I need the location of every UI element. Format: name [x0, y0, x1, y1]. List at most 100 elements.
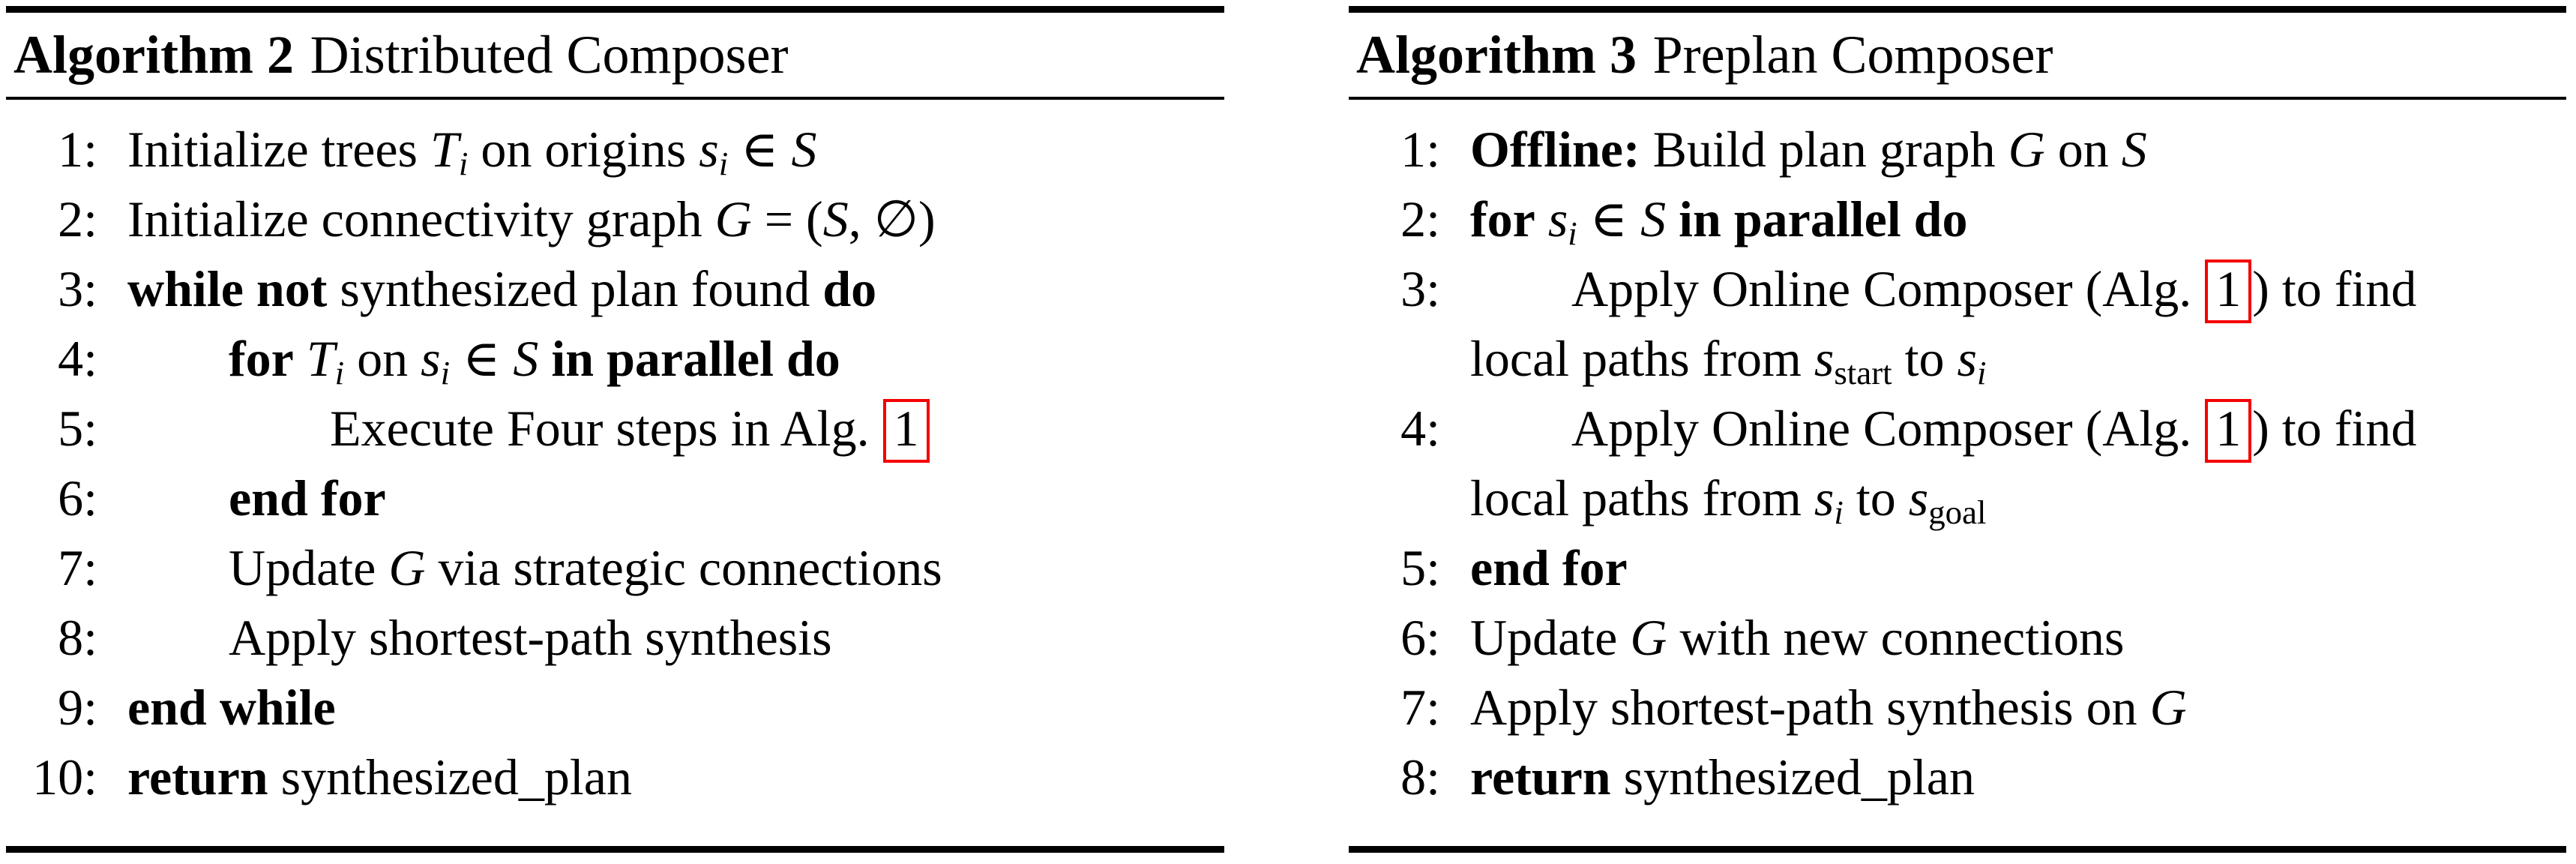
- line-number: 4:: [58, 330, 97, 387]
- algorithm-line: 6: end for: [6, 464, 1224, 533]
- text: Initialize trees: [127, 121, 431, 178]
- text: ∈: [728, 121, 792, 178]
- keyword: while not: [127, 260, 328, 317]
- algorithm-line: 3: while not synthesized plan found do: [6, 254, 1224, 324]
- keyword: Offline: [1470, 121, 1623, 178]
- math-var: G: [2008, 121, 2045, 178]
- line-number: 2:: [58, 190, 97, 248]
- text: with new connections: [1667, 609, 2125, 666]
- text: ∈: [450, 330, 514, 387]
- line-number: 1:: [1400, 121, 1440, 178]
- algorithm-line: 5:end for: [1349, 533, 2566, 603]
- line-number: 3:: [1400, 260, 1440, 317]
- text: synthesized plan found: [327, 260, 823, 317]
- line-number: 9:: [58, 679, 97, 736]
- alg-ref-link[interactable]: 1: [2205, 399, 2252, 463]
- text: to: [1892, 330, 1957, 387]
- keyword: end for: [229, 470, 386, 526]
- title-rule: [6, 97, 1224, 100]
- text: [1666, 190, 1679, 248]
- line-number: 4:: [1400, 400, 1440, 457]
- math-subscript: i: [334, 353, 345, 392]
- algorithm-line: 7:Update G via strategic connections: [6, 533, 1224, 603]
- math-var: s: [1814, 470, 1835, 526]
- bottom-rule: [6, 846, 1224, 853]
- algorithm-line: 5:Execute Four steps in Alg. 1: [6, 394, 1224, 464]
- line-number: 5:: [1400, 539, 1440, 596]
- text: synthesized_plan: [268, 748, 632, 806]
- indent-spacer: [97, 654, 229, 655]
- math-subscript: goal: [1928, 493, 1987, 531]
- line-number: 1:: [58, 121, 97, 178]
- algorithm-2-panel: Algorithm 2 Distributed Composer 1: Initia…: [6, 6, 1224, 864]
- keyword: return: [127, 748, 268, 806]
- math-var: s: [421, 330, 441, 387]
- alg-ref-link[interactable]: 1: [2205, 260, 2252, 323]
- math-var: s: [699, 121, 719, 178]
- keyword: for: [229, 330, 294, 387]
- indent-spacer: [1440, 445, 1571, 446]
- algorithm-line: 7:Apply shortest-path synthesis on G: [1349, 673, 2566, 742]
- algorithm-line: local paths from si to sgoal: [1349, 464, 2566, 533]
- text: local paths from: [1470, 470, 1814, 526]
- algorithm-title: Algorithm 2 Distributed Composer: [6, 13, 1224, 97]
- math-subscript: i: [1568, 214, 1577, 252]
- algorithm-title-label: Algorithm 2: [13, 25, 294, 85]
- line-number: 6:: [1400, 609, 1440, 666]
- algorithm-line: 3:Apply Online Composer (Alg. 1) to find: [1349, 254, 2566, 324]
- text: [538, 330, 551, 387]
- algorithm-line: 1:Offline: Build plan graph G on S: [1349, 115, 2566, 184]
- text: on: [344, 330, 421, 387]
- algorithm-line: 4:for Ti on si ∈ S in parallel do: [6, 324, 1224, 394]
- math-var: s: [1814, 330, 1835, 387]
- bottom-rule: [1349, 846, 2566, 853]
- indent-spacer: [1440, 654, 1470, 655]
- indent-spacer: [1440, 375, 1470, 376]
- line-number: 8:: [58, 609, 97, 666]
- math-var: s: [1908, 470, 1929, 526]
- line-number: 6:: [58, 470, 97, 526]
- text: ∈: [1577, 190, 1641, 248]
- text: local paths from: [1470, 330, 1814, 387]
- line-number: 5:: [58, 400, 97, 457]
- math-subscript: i: [440, 353, 451, 392]
- indent-spacer: [97, 514, 229, 515]
- text: = (: [751, 190, 823, 248]
- algorithm-line: 2:for si ∈ S in parallel do: [1349, 184, 2566, 254]
- line-number: 7:: [1400, 679, 1440, 736]
- indent-spacer: [97, 375, 229, 376]
- text: Apply Online Composer (Alg.: [1571, 400, 2205, 457]
- line-number: 2:: [1400, 190, 1440, 248]
- math-var: G: [388, 539, 426, 596]
- keyword: in parallel do: [1679, 190, 1968, 248]
- algorithm-title-name: Distributed Composer: [310, 25, 789, 85]
- algorithm-line: 10:return synthesized_plan: [6, 742, 1224, 812]
- math-var: S: [513, 330, 539, 387]
- algorithm-line: 9: end while: [6, 673, 1224, 742]
- text: Apply Online Composer (Alg.: [1571, 260, 2205, 317]
- math-script-var: T: [306, 330, 335, 387]
- text: , ∅): [848, 190, 936, 248]
- text: [294, 330, 307, 387]
- alg-ref-link[interactable]: 1: [882, 399, 930, 463]
- algorithm-title-name: Preplan Composer: [1652, 25, 2053, 85]
- math-var: s: [1957, 330, 1977, 387]
- math-var: S: [2121, 121, 2147, 178]
- keyword: end while: [127, 679, 336, 736]
- line-number: 7:: [58, 539, 97, 596]
- math-subscript: i: [1834, 493, 1844, 531]
- line-number: 3:: [58, 260, 97, 317]
- indent-spacer: [97, 445, 330, 446]
- algorithm-line: 4:Apply Online Composer (Alg. 1) to find: [1349, 394, 2566, 464]
- math-var: S: [1640, 190, 1667, 248]
- indent-spacer: [1440, 305, 1571, 306]
- indent-spacer: [97, 584, 229, 585]
- keyword: do: [822, 260, 877, 317]
- algorithm-line: 2:Initialize connectivity graph G = (S, …: [6, 184, 1224, 254]
- text: [1535, 190, 1548, 248]
